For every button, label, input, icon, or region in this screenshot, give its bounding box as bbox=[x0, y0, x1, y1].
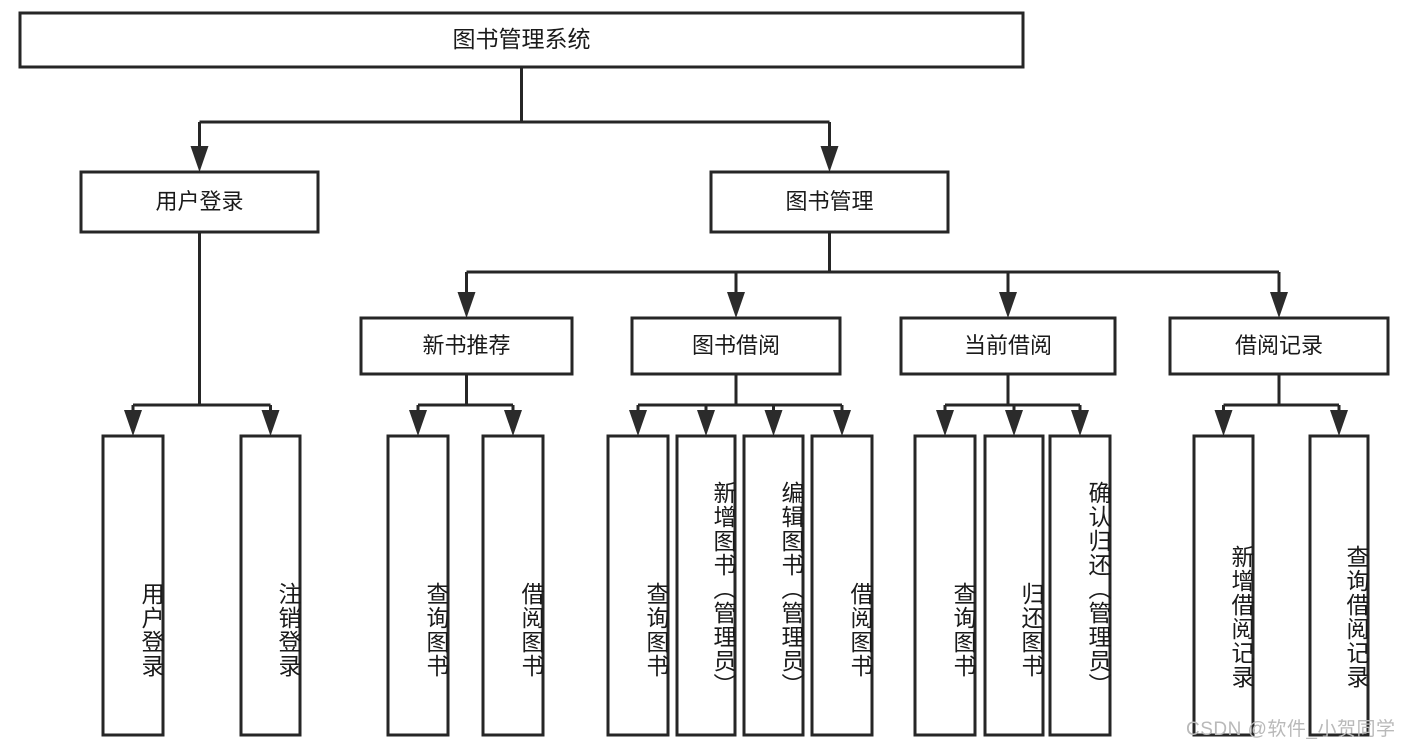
node-leaf-注销登录-1[interactable] bbox=[239, 434, 302, 737]
arrow-head-icon bbox=[936, 410, 954, 436]
node-box-layer bbox=[18, 11, 1390, 737]
arrow-head-icon bbox=[504, 410, 522, 436]
node-leaf-归还图书-9[interactable] bbox=[983, 434, 1045, 737]
arrow-head-icon bbox=[409, 410, 427, 436]
node-level2-图书借阅-label: 图书借阅 bbox=[692, 333, 780, 358]
node-leaf-查询图书-2[interactable] bbox=[386, 434, 450, 737]
node-level2-图书借阅[interactable] bbox=[630, 316, 842, 376]
node-leaf-新增图书管理员-5[interactable] bbox=[675, 434, 737, 737]
arrow-head-icon bbox=[629, 410, 647, 436]
arrow-head-icon bbox=[261, 410, 280, 436]
arrow-head-icon bbox=[764, 410, 783, 436]
arrow-head-icon bbox=[457, 292, 476, 318]
arrow-head-icon bbox=[727, 292, 745, 318]
node-leaf-借阅图书-7[interactable] bbox=[810, 434, 874, 737]
node-level1-用户登录-0-label: 用户登录 bbox=[155, 189, 243, 214]
node-leaf-确认归还管理员-10[interactable] bbox=[1048, 434, 1112, 737]
node-leaf-新增借阅记录-11[interactable] bbox=[1192, 434, 1255, 737]
arrow-head-icon bbox=[124, 410, 142, 436]
node-leaf-借阅图书-3[interactable] bbox=[481, 434, 545, 737]
arrow-head-icon bbox=[833, 410, 851, 436]
node-level2-当前借阅[interactable] bbox=[899, 316, 1117, 376]
arrow-head-icon bbox=[190, 146, 209, 172]
node-level2-当前借阅-label: 当前借阅 bbox=[964, 333, 1052, 358]
node-level2-新书推荐-label: 新书推荐 bbox=[422, 333, 510, 358]
connector-layer bbox=[124, 67, 1348, 436]
arrow-head-icon bbox=[697, 410, 715, 436]
arrow-head-icon bbox=[1330, 410, 1348, 436]
node-level2-借阅记录[interactable] bbox=[1168, 316, 1390, 376]
watermark-text: CSDN @软件_小贺同学 bbox=[1186, 719, 1396, 740]
node-leaf-查询借阅记录-12[interactable] bbox=[1308, 434, 1370, 737]
node-leaf-编辑图书管理员-6[interactable] bbox=[742, 434, 805, 737]
arrow-head-icon bbox=[1270, 292, 1288, 318]
node-leaf-查询图书-8[interactable] bbox=[913, 434, 977, 737]
node-root[interactable] bbox=[18, 11, 1025, 69]
arrow-head-icon bbox=[1214, 410, 1233, 436]
node-root-label: 图书管理系统 bbox=[453, 26, 591, 52]
node-level1-图书管理-1-label: 图书管理 bbox=[785, 189, 873, 214]
node-level1-图书管理-1[interactable] bbox=[709, 170, 950, 234]
arrow-head-icon bbox=[1005, 410, 1023, 436]
node-level2-新书推荐[interactable] bbox=[359, 316, 574, 376]
node-leaf-用户登录-0[interactable] bbox=[101, 434, 165, 737]
node-leaf-查询图书-4[interactable] bbox=[606, 434, 670, 737]
node-level2-借阅记录-label: 借阅记录 bbox=[1235, 333, 1323, 358]
arrow-head-icon bbox=[820, 146, 839, 172]
arrow-head-icon bbox=[1071, 410, 1089, 436]
arrow-head-icon bbox=[999, 292, 1017, 318]
node-level1-用户登录-0[interactable] bbox=[79, 170, 320, 234]
